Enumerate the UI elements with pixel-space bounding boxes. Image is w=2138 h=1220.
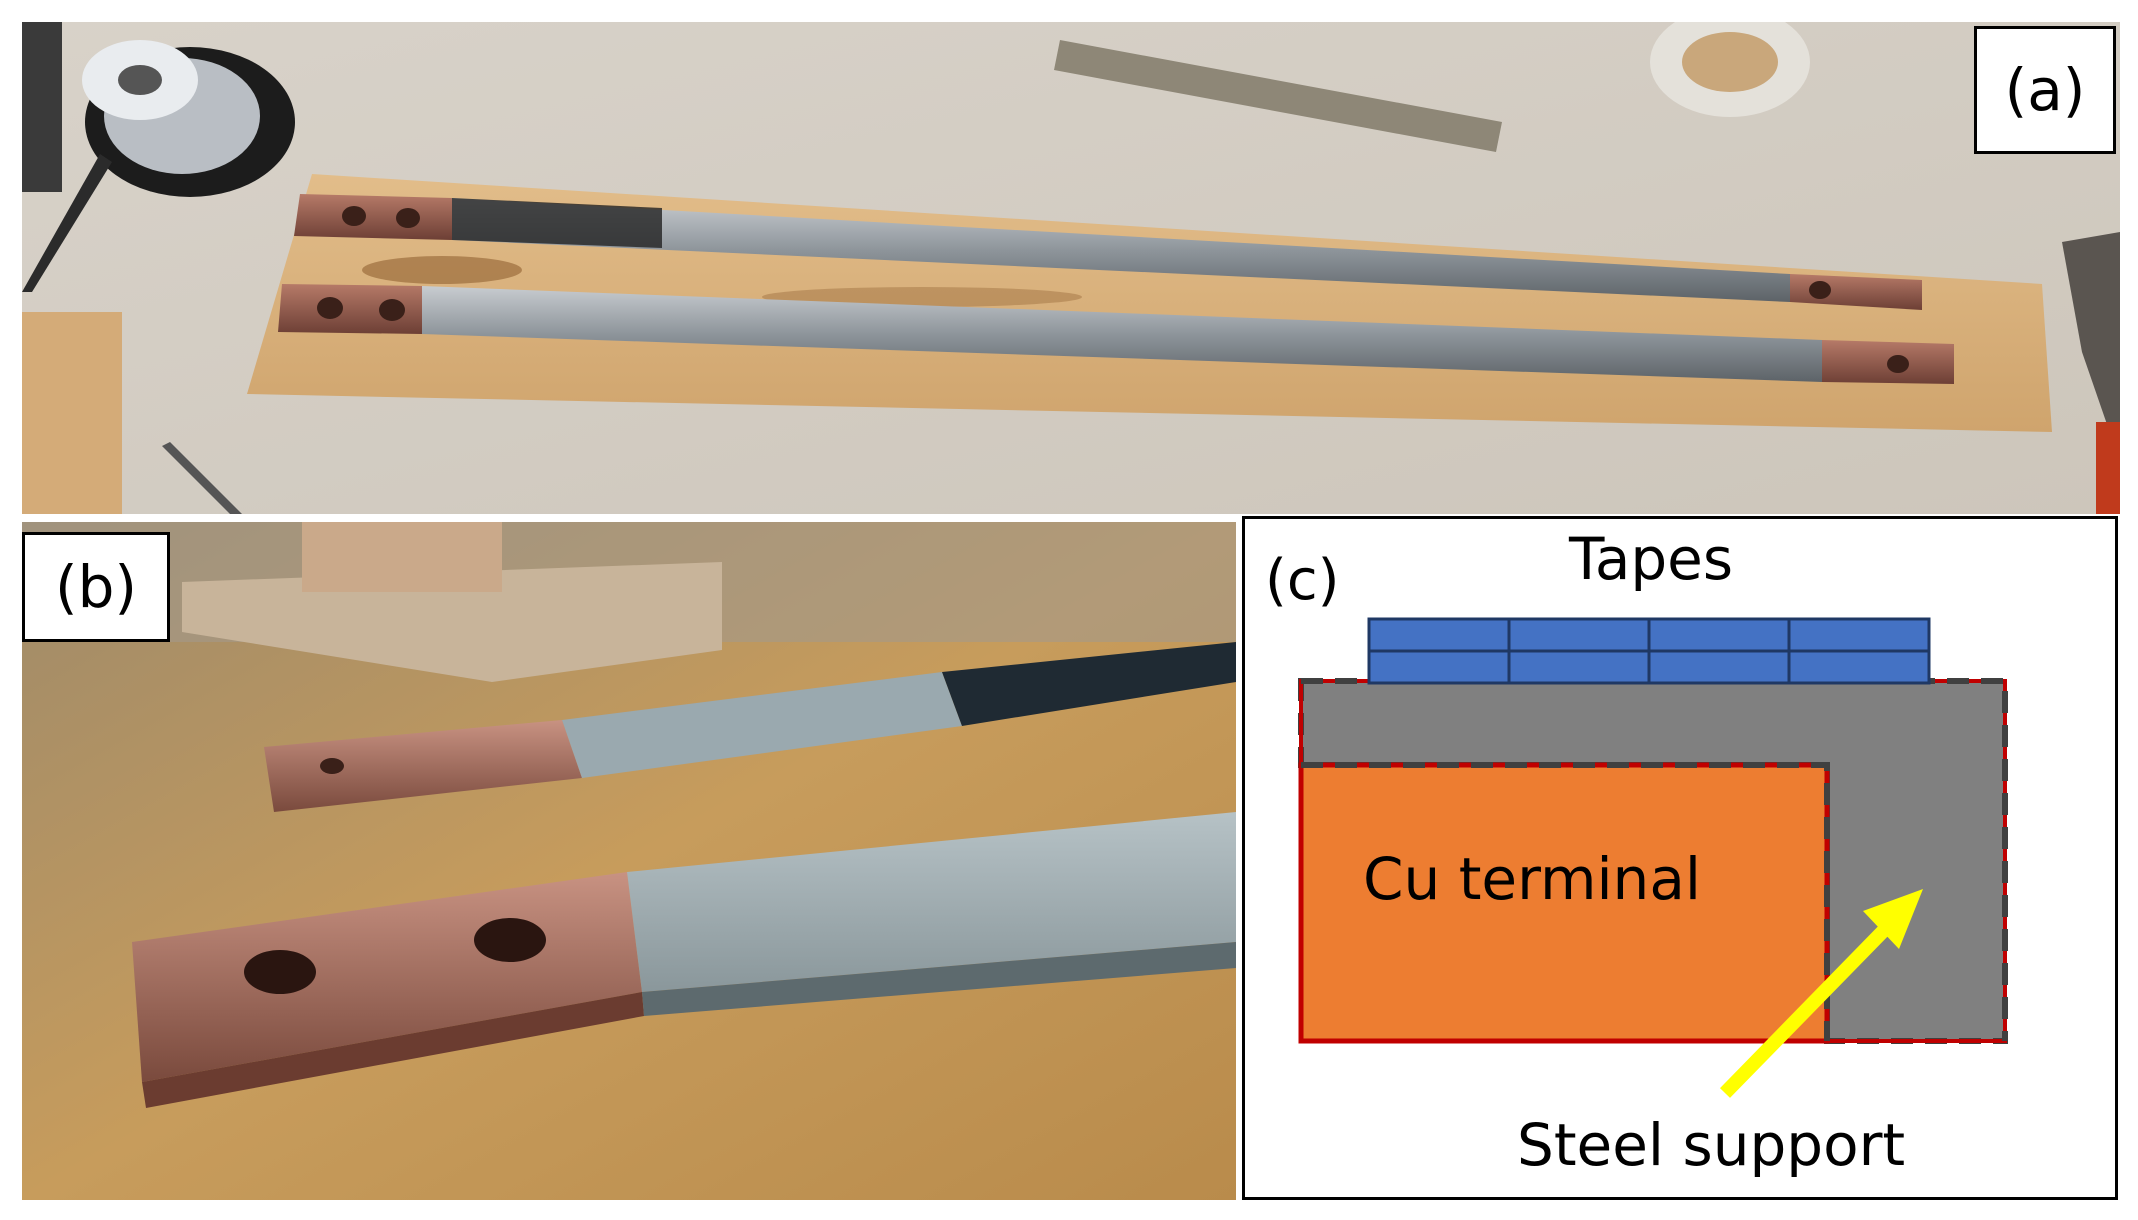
terminal-end-upper <box>264 642 1236 812</box>
panel-c-diagram: (c) Tapes Cu terminal Steel support <box>1242 516 2118 1200</box>
hammer <box>2062 232 2120 462</box>
tape <box>1787 649 1931 685</box>
steel-support-label: Steel support <box>1517 1111 1905 1179</box>
closeup-photo-b <box>22 522 1236 1200</box>
terminal-bar-top <box>294 194 1922 310</box>
tape <box>1647 649 1791 685</box>
workbench-photo-a <box>22 22 2120 514</box>
cu-terminal-label: Cu terminal <box>1363 845 1701 913</box>
tape <box>1507 617 1651 653</box>
tapes-label: Tapes <box>1568 525 1733 593</box>
panel-a-photo: (a) <box>22 22 2120 514</box>
tape <box>1507 649 1651 685</box>
ruler <box>1054 40 1502 152</box>
wood-block <box>22 312 122 514</box>
tape <box>1367 617 1511 653</box>
panel-b-photo: (b) <box>22 522 1236 1200</box>
pen <box>22 154 112 292</box>
cu-terminal-shape <box>1298 762 1830 1044</box>
panel-a-label: (a) <box>1974 26 2116 154</box>
terminal-end-lower <box>132 812 1236 1108</box>
tweezers <box>162 442 242 514</box>
terminal-bar-bottom <box>278 284 1954 384</box>
tape <box>1647 617 1791 653</box>
tape-stack <box>1367 617 1931 685</box>
wire-spool <box>82 40 295 197</box>
tape <box>1367 649 1511 685</box>
panel-b-label: (b) <box>22 532 170 642</box>
cross-section-diagram: (c) Tapes Cu terminal Steel support <box>1265 525 2008 1179</box>
support-arrow <box>1719 889 1923 1098</box>
panel-c-label: (c) <box>1265 548 1339 613</box>
tape <box>1787 617 1931 653</box>
